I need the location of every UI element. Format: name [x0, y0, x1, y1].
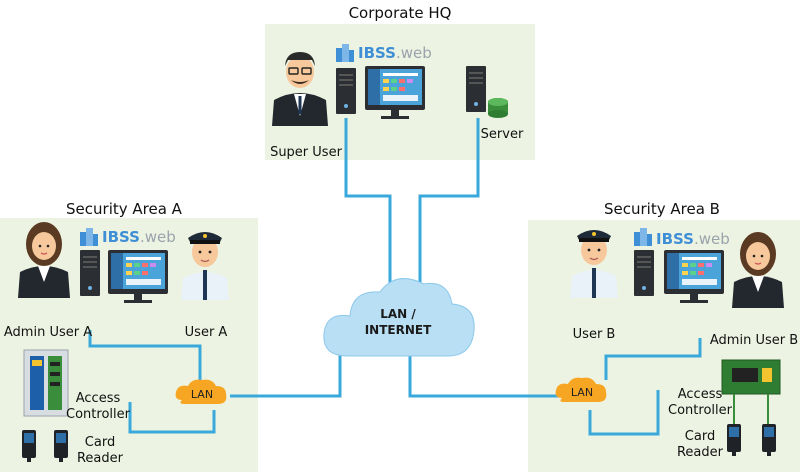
database-icon — [488, 98, 508, 118]
access-controller-a-line2: Controller — [66, 407, 131, 422]
area-a-title: Security Area A — [66, 200, 183, 218]
card-reader-icon — [54, 430, 68, 462]
lan-cloud-a: LAN — [175, 379, 227, 404]
svg-text:INTERNET: INTERNET — [365, 323, 432, 337]
user-b-label: User B — [573, 327, 616, 342]
controller-board-icon — [23, 349, 69, 417]
admin-user-b-label: Admin User B — [710, 333, 798, 348]
access-controller-b-line1: Access — [678, 387, 723, 402]
reader-wires — [733, 394, 769, 424]
pc-tower-icon — [634, 250, 654, 296]
card-reader-b-line2: Reader — [677, 445, 724, 460]
card-reader-a-line1: Card — [85, 435, 115, 450]
card-reader-icon — [762, 424, 776, 456]
admin-user-a-label: Admin User A — [4, 325, 92, 340]
area-b-brand: IBSS.web — [656, 230, 730, 248]
card-reader-icon — [22, 430, 36, 462]
internet-cloud: LAN / INTERNET — [323, 278, 475, 357]
server-label: Server — [481, 127, 524, 142]
server-icon — [466, 66, 486, 112]
super-user-label: Super User — [270, 145, 343, 160]
access-controller-a-line1: Access — [76, 391, 121, 406]
svg-text:LAN: LAN — [191, 388, 213, 401]
access-controller-b-line2: Controller — [668, 403, 733, 418]
area-b-title: Security Area B — [604, 200, 720, 218]
svg-text:LAN: LAN — [571, 386, 593, 399]
pc-tower-icon — [80, 250, 100, 296]
hq-title: Corporate HQ — [349, 4, 452, 22]
user-a-label: User A — [185, 325, 228, 340]
card-reader-b-line1: Card — [685, 429, 715, 444]
card-reader-icon — [727, 424, 741, 456]
svg-text:LAN /: LAN / — [380, 307, 416, 321]
controller-board-icon — [721, 359, 781, 395]
card-reader-a-line2: Reader — [77, 451, 124, 466]
pc-tower-icon — [336, 68, 356, 114]
area-a-brand: IBSS.web — [102, 228, 176, 246]
network-links — [88, 118, 702, 436]
lan-cloud-b: LAN — [555, 377, 607, 402]
hq-brand: IBSS.web — [358, 44, 432, 62]
